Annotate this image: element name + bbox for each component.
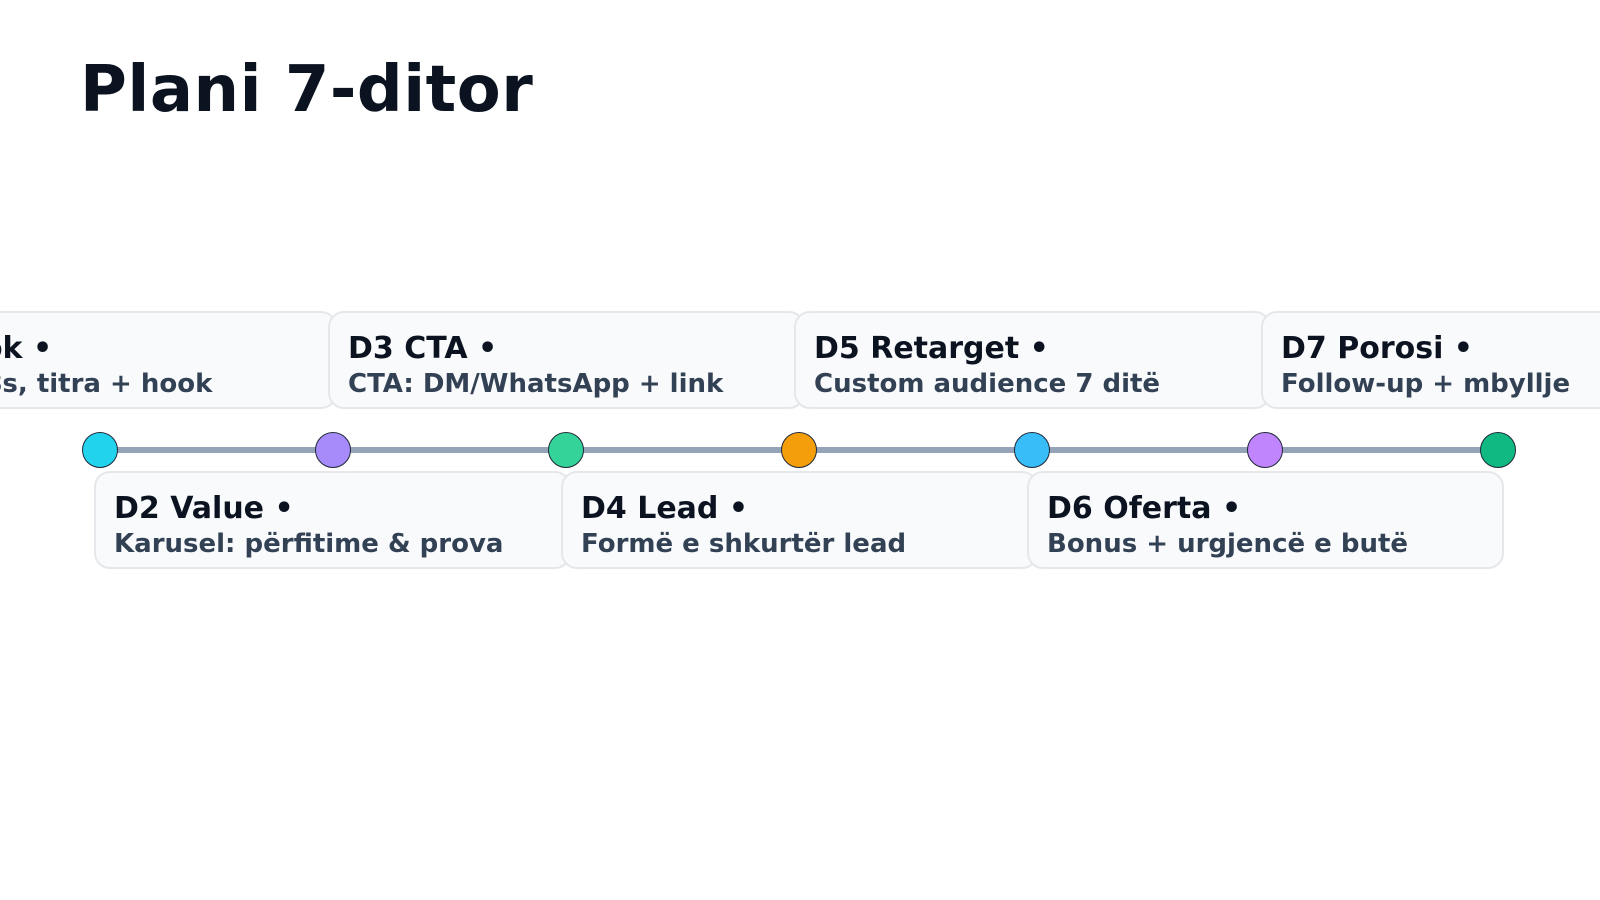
step-marker-d7 <box>1480 432 1516 468</box>
step-title: D6 Oferta • <box>1047 491 1242 526</box>
step-description: Follow-up + mbyllje <box>1281 369 1571 399</box>
step-marker-d3 <box>548 432 584 468</box>
step-description: Bonus + urgjencë e butë <box>1047 529 1409 559</box>
step-title: D3 CTA • <box>348 331 498 366</box>
step-marker-d6 <box>1247 432 1283 468</box>
step-description: Custom audience 7 ditë <box>814 369 1161 399</box>
step-card-d7: D7 Porosi • Follow-up + mbyllje <box>1261 311 1600 409</box>
step-title: D2 Value • <box>114 491 294 526</box>
step-title: D4 Lead • <box>581 491 749 526</box>
step-card-d5: D5 Retarget • Custom audience 7 ditë <box>794 311 1271 409</box>
step-marker-d5 <box>1014 432 1050 468</box>
step-marker-d4 <box>781 432 817 468</box>
page-title: Plani 7-ditor <box>80 53 534 127</box>
step-title: D5 Retarget • <box>814 331 1049 366</box>
step-description: Karusel: përfitime & prova <box>114 529 504 559</box>
step-marker-d1 <box>82 432 118 468</box>
step-card-d4: D4 Lead • Formë e shkurtër lead <box>561 471 1038 569</box>
step-title: D1 Hook • <box>0 331 53 366</box>
step-card-d2: D2 Value • Karusel: përfitime & prova <box>94 471 571 569</box>
step-card-d6: D6 Oferta • Bonus + urgjencë e butë <box>1027 471 1504 569</box>
step-card-d1: D1 Hook • Reel 6–8s, titra + hook <box>0 311 337 409</box>
step-title: D7 Porosi • <box>1281 331 1473 366</box>
step-marker-d2 <box>315 432 351 468</box>
step-description: Formë e shkurtër lead <box>581 529 907 559</box>
step-description: Reel 6–8s, titra + hook <box>0 369 213 399</box>
step-card-d3: D3 CTA • CTA: DM/WhatsApp + link <box>328 311 805 409</box>
step-description: CTA: DM/WhatsApp + link <box>348 369 724 399</box>
